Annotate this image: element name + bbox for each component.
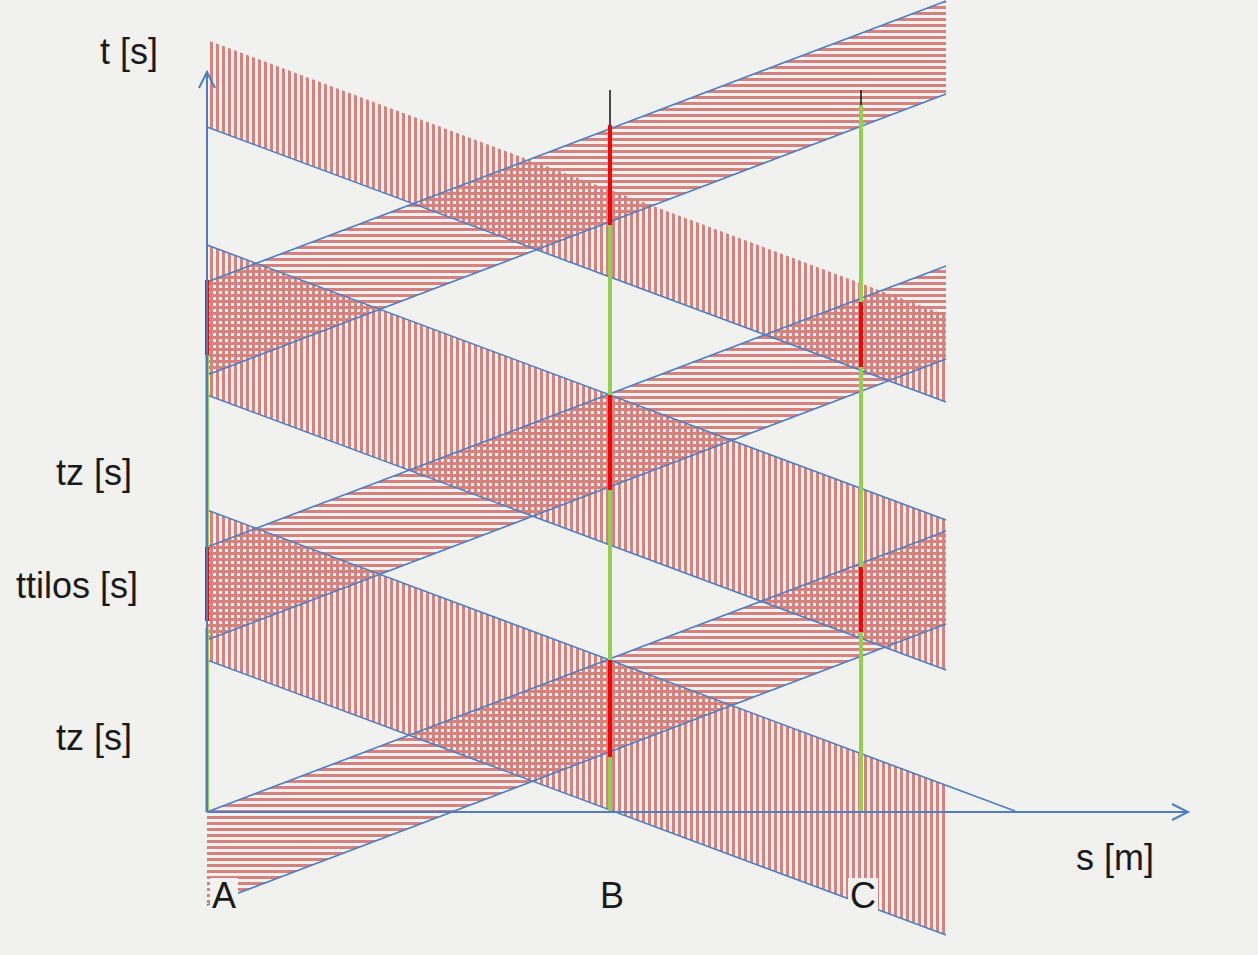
axis-label: ttilos [s] <box>14 568 140 604</box>
rising-bands <box>207 1 946 905</box>
axis-arrowhead <box>1172 804 1188 820</box>
trajectory-line <box>207 395 946 670</box>
point-label: A <box>210 878 238 914</box>
point-label: B <box>598 878 626 914</box>
red-phase <box>608 125 612 225</box>
trajectory-line <box>207 1 946 282</box>
trajectory-line <box>207 127 946 402</box>
axis-label: t [s] <box>98 34 160 70</box>
distance-axis <box>207 811 1188 813</box>
trajectory-line <box>207 660 946 935</box>
trajectory-line <box>207 359 946 640</box>
trajectory-line <box>207 266 946 547</box>
green-phase <box>859 105 863 302</box>
axis-label: s [m] <box>1074 840 1156 876</box>
red-phase <box>608 660 612 757</box>
signal-ticks <box>610 90 861 125</box>
trajectory-line <box>207 531 946 812</box>
green-phase <box>859 367 863 567</box>
trajectory-line <box>207 94 946 375</box>
axis-arrowhead <box>199 72 215 88</box>
green-phase <box>608 225 612 395</box>
signal-tick <box>860 90 862 105</box>
red-phase <box>859 567 863 632</box>
green-phase <box>608 757 612 812</box>
signal-phases <box>207 105 861 812</box>
axis-label: tz [s] <box>54 455 134 491</box>
green-phase <box>608 490 612 660</box>
band-hatch <box>207 1 946 375</box>
red-phase <box>859 302 863 367</box>
axes <box>199 72 1188 820</box>
signal-tick <box>609 90 611 125</box>
trajectory-line <box>207 624 946 905</box>
green-phase <box>859 632 863 812</box>
trajectory-lines <box>207 1 1015 935</box>
point-label: C <box>848 878 878 914</box>
axis-label: tz [s] <box>54 720 134 756</box>
time-axis <box>206 74 208 812</box>
trajectory-line <box>207 245 946 520</box>
red-phase <box>608 395 612 490</box>
